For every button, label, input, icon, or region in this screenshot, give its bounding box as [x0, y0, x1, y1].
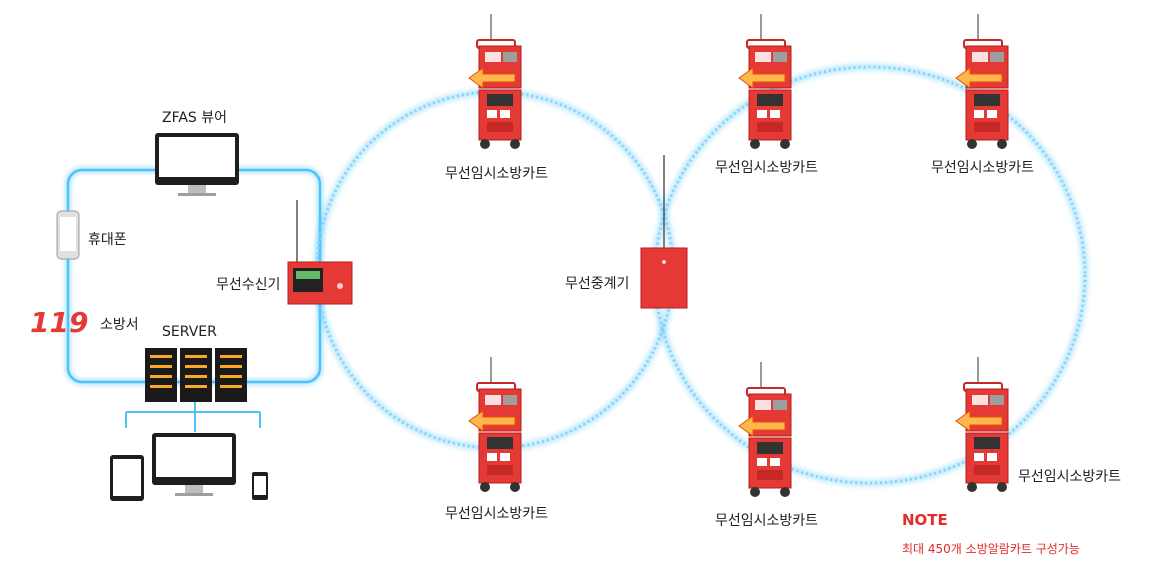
tablet-icon: [110, 455, 144, 501]
mobile-icon: [252, 472, 268, 500]
receiver-label: 무선수신기: [216, 277, 281, 293]
cart-label-top-right: 무선임시소방카트: [931, 160, 1035, 176]
monitor-icon: [155, 133, 239, 196]
cart-label-top-left: 무선임시소방카트: [445, 166, 549, 182]
cart-label-bottom-left: 무선임시소방카트: [445, 506, 549, 522]
cart-icon-bottom-left: [468, 356, 522, 493]
cart-icon-top-middle: [738, 13, 792, 150]
cart-icon-bottom-middle: [738, 361, 792, 498]
cart-icon-top-left: [468, 13, 522, 150]
note-body: 최대 450개 소방알람카트 구성가능: [902, 542, 1080, 556]
note-title: NOTE: [902, 511, 948, 529]
server-icon: [145, 348, 247, 402]
phone-label: 휴대폰: [88, 232, 127, 248]
cart-label-bottom-middle: 무선임시소방카트: [715, 513, 819, 529]
receiver-icon: [287, 200, 353, 305]
svg-text:119: 119: [30, 306, 88, 339]
repeater-label: 무선중계기: [565, 276, 630, 292]
cart-label-top-middle: 무선임시소방카트: [715, 160, 819, 176]
cart-icon-bottom-right: [955, 356, 1009, 493]
cart-icon-top-right: [955, 13, 1009, 150]
cart-label-bottom-right: 무선임시소방카트: [1018, 469, 1122, 485]
repeater-icon: [640, 155, 688, 309]
server-label: SERVER: [162, 324, 217, 340]
client-links: [125, 402, 261, 432]
wireless-ring-right: [651, 63, 1089, 487]
desktop-icon: [152, 433, 236, 496]
fire-station-label: 소방서: [100, 317, 139, 333]
phone-icon: [56, 210, 80, 260]
fire-station-logo: 119: [30, 306, 88, 339]
zfas-viewer-label: ZFAS 뷰어: [162, 110, 228, 126]
